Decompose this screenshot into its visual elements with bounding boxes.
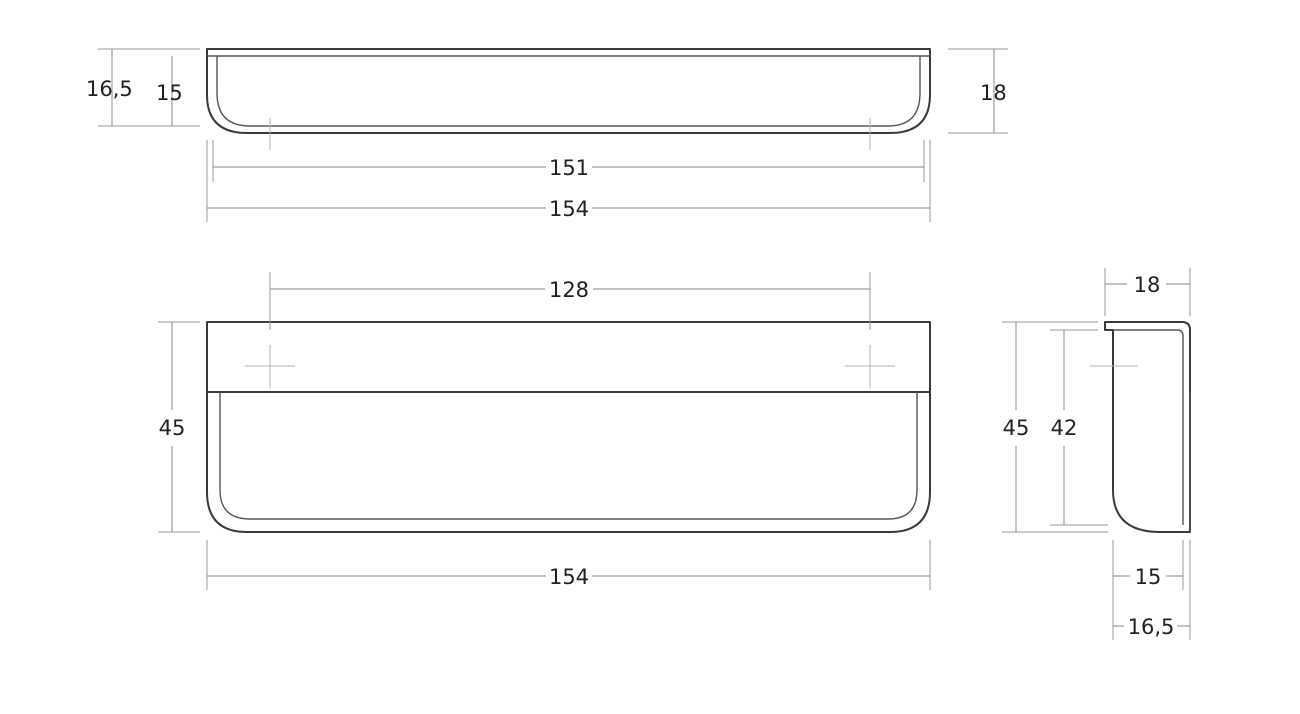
top-view: 16,5 15 18 151 154 — [86, 48, 1008, 222]
top-view-dim-total-height: 16,5 — [86, 77, 133, 101]
side-view-dim-total-height: 45 — [1003, 416, 1030, 440]
front-view-handle-body — [206, 391, 931, 533]
side-view: 18 45 42 15 16,5 — [1002, 268, 1191, 640]
side-view-dim-total-depth: 16,5 — [1128, 615, 1175, 639]
side-view-dim-top-depth: 18 — [1134, 273, 1161, 297]
top-view-dim-inner-width: 151 — [549, 156, 589, 180]
side-view-dim-inner-height: 42 — [1051, 416, 1078, 440]
front-view-dim-hole-spacing: 128 — [549, 278, 589, 302]
front-view-dim-width: 154 — [549, 565, 589, 589]
front-view: 128 45 154 — [158, 272, 931, 590]
front-view-mounting-plate — [206, 321, 931, 393]
side-view-profile-outer — [1104, 321, 1191, 533]
top-view-dim-total-width: 154 — [549, 197, 589, 221]
top-view-dim-right-height: 18 — [980, 81, 1007, 105]
top-view-dim-inner-height: 15 — [156, 81, 183, 105]
top-view-inner-outline — [216, 56, 921, 127]
front-view-handle-inner — [219, 392, 918, 520]
front-view-dim-height: 45 — [159, 416, 186, 440]
top-view-outer-outline — [206, 48, 931, 134]
side-view-profile-inner — [1113, 329, 1184, 525]
side-view-dim-inner-depth: 15 — [1135, 565, 1162, 589]
